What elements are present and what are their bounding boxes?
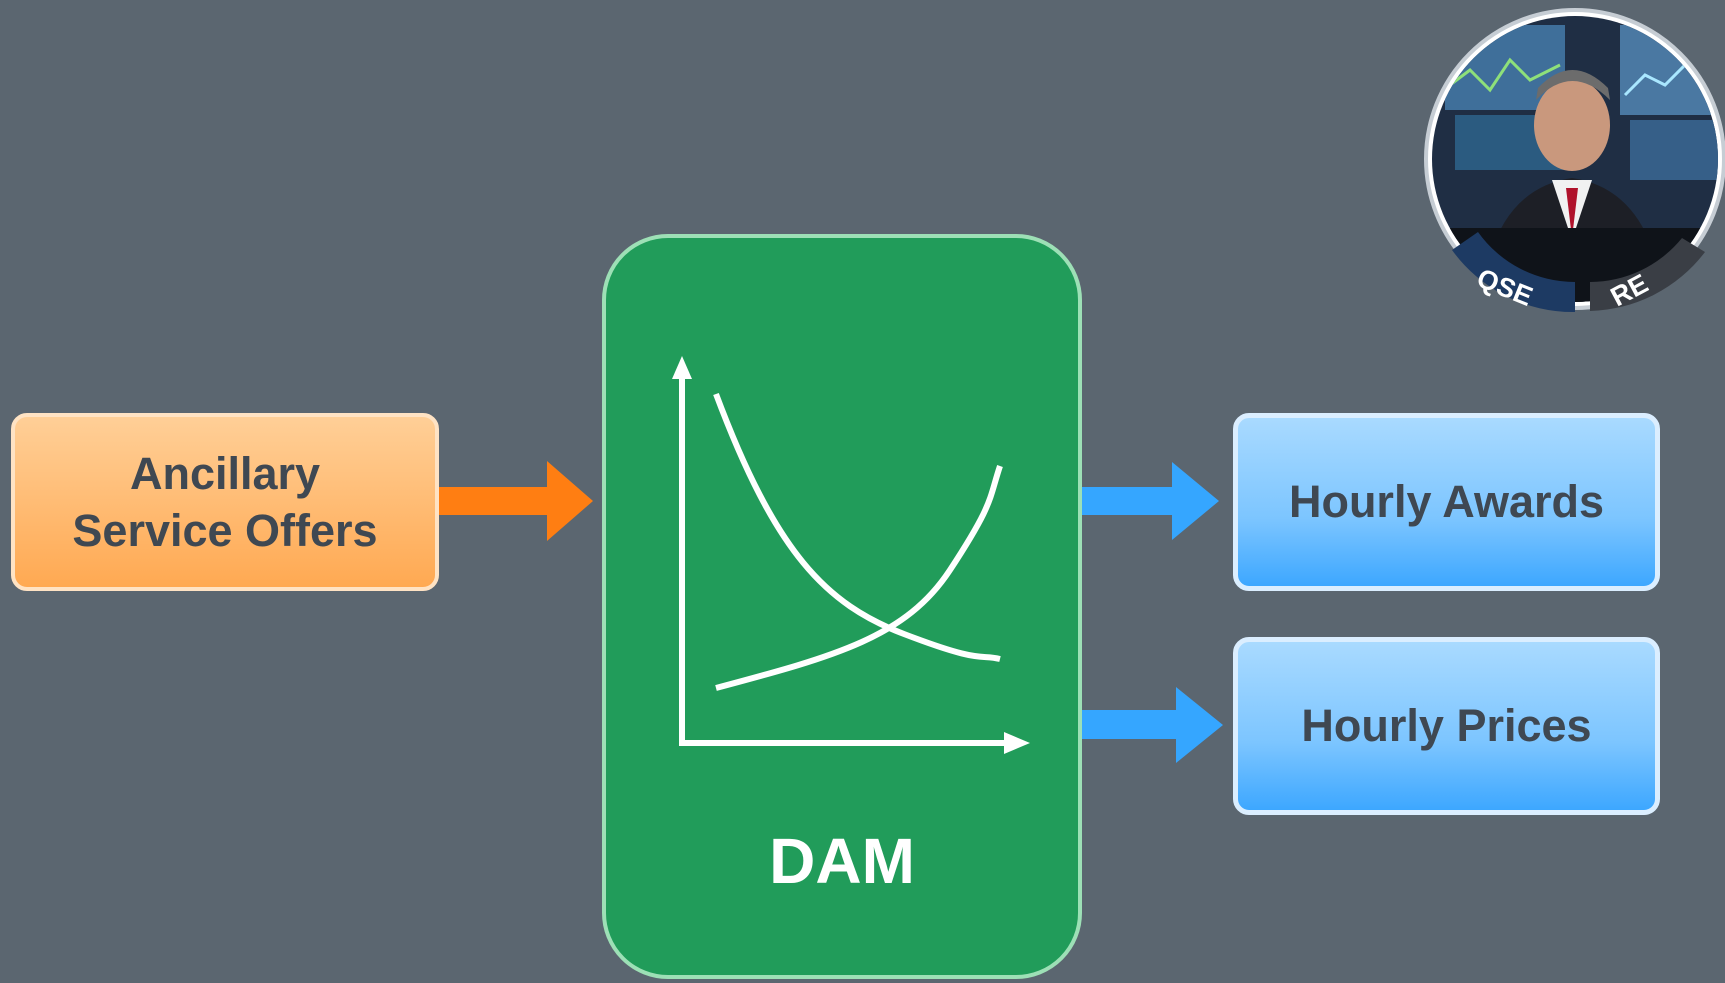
qse-re-badge: QSE RE (1424, 8, 1725, 313)
supply-demand-curve-icon (672, 356, 1030, 754)
x-axis-arrowhead (1004, 732, 1030, 754)
input-arrow (439, 461, 593, 541)
input-label: Ancillary Service Offers (72, 448, 378, 556)
supply-curve (715, 465, 1003, 691)
dam-label: DAM (769, 825, 915, 897)
re-band (1590, 238, 1705, 311)
person-head (1534, 79, 1610, 171)
hourly-prices-box: Hourly Prices (1233, 637, 1660, 815)
qse-band (1452, 232, 1575, 313)
demand-curve (713, 392, 1001, 662)
ancillary-service-offers-box: Ancillary Service Offers (11, 413, 439, 591)
y-axis-arrowhead (672, 356, 692, 379)
hourly-awards-label: Hourly Awards (1288, 476, 1605, 527)
dam-process-box: DAM (602, 234, 1082, 979)
prices-arrow (1082, 687, 1223, 763)
hourly-awards-box: Hourly Awards (1233, 413, 1660, 591)
awards-arrow (1082, 462, 1219, 540)
hourly-prices-label: Hourly Prices (1301, 700, 1592, 751)
